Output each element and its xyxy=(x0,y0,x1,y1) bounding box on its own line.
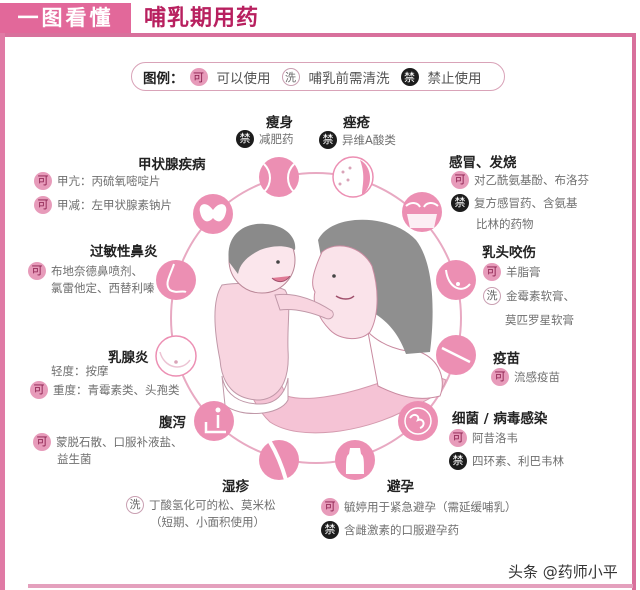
sick-face-icon xyxy=(402,192,442,232)
page-title: 哺乳期用药 xyxy=(144,6,260,31)
drug-text: 甲亢：丙硫氧嘧啶片 xyxy=(57,174,161,188)
allowed-badge: 可 xyxy=(451,171,469,189)
section-title-contraception: 避孕 xyxy=(387,479,414,495)
allowed-badge: 可 xyxy=(30,381,48,399)
drug-text: 羊脂膏 xyxy=(506,265,541,279)
drug-row: 洗 丁酸氢化可的松、莫米松 xyxy=(126,496,276,514)
section-title-diarrhea: 腹泻 xyxy=(159,415,186,431)
acne-face-icon xyxy=(332,156,374,198)
icon-ring xyxy=(170,172,462,464)
frame-right-border xyxy=(632,33,636,590)
drug-row: 洗 金霉素软膏、 xyxy=(483,287,575,305)
drug-row: 可 蒙脱石散、口服补液盐、 xyxy=(33,433,183,451)
section-title-mastitis: 乳腺炎 xyxy=(108,350,149,366)
thyroid-icon xyxy=(193,194,233,234)
allowed-badge: 可 xyxy=(483,263,501,281)
drug-row: 可 流感疫苗 xyxy=(491,368,560,386)
drug-text: 布地奈德鼻喷剂、 xyxy=(51,264,143,278)
watermark: 头条 @药师小平 xyxy=(508,563,618,581)
drug-row: 禁 异维A酸类 xyxy=(319,131,396,149)
drug-row: 可 羊脂膏 xyxy=(483,263,541,281)
legend-wash-text: 哺乳前需清洗 xyxy=(308,70,390,87)
drug-row: 可 阿昔洛韦 xyxy=(449,429,518,447)
frame-left-border xyxy=(0,33,5,590)
section-title-nipple-bite: 乳头咬伤 xyxy=(482,245,536,261)
drug-text: 减肥药 xyxy=(259,132,294,146)
drug-text: 金霉素软膏、 xyxy=(506,289,575,303)
drug-text: 重度：青霉素类、头孢类 xyxy=(53,383,180,397)
drug-text: 异维A酸类 xyxy=(342,133,396,147)
legend-forbidden-text: 禁止使用 xyxy=(427,70,482,87)
forbidden-badge: 禁 xyxy=(321,521,339,539)
drug-text: 丁酸氢化可的松、莫米松 xyxy=(149,498,276,512)
forbidden-badge: 禁 xyxy=(319,131,337,149)
allowed-badge: 可 xyxy=(491,368,509,386)
drug-row: 可 甲减：左甲状腺素钠片 xyxy=(34,196,172,214)
toilet-icon xyxy=(194,401,234,441)
allowed-badge: 可 xyxy=(34,172,52,190)
section-title-allergic-rhinitis: 过敏性鼻炎 xyxy=(90,244,158,260)
drug-text-continued: （短期、小面积使用） xyxy=(150,515,265,529)
allowed-badge: 可 xyxy=(28,262,46,280)
drug-row: 禁 四环素、利巴韦林 xyxy=(449,452,564,470)
allowed-badge: 可 xyxy=(189,67,208,86)
legend: 图例： 可 可以使用 洗 哺乳前需清洗 禁 禁止使用 xyxy=(131,62,505,91)
allowed-badge: 可 xyxy=(321,498,339,516)
drug-text: 复方感冒药、含氨基 xyxy=(474,196,578,210)
section-title-vaccine: 疫苗 xyxy=(493,351,520,367)
forbidden-badge: 禁 xyxy=(236,130,254,148)
drug-text: 毓婷用于紧急避孕（需延缓哺乳） xyxy=(344,500,517,514)
wash-badge: 洗 xyxy=(281,67,300,86)
allowed-badge: 可 xyxy=(449,429,467,447)
frame-top-border xyxy=(0,33,636,37)
forbidden-badge: 禁 xyxy=(400,67,419,86)
drug-text-continued: 益生菌 xyxy=(57,452,92,466)
legend-allowed-text: 可以使用 xyxy=(216,70,271,87)
drug-row: 可 对乙酰氨基酚、布洛芬 xyxy=(451,171,589,189)
syringe-icon xyxy=(436,335,476,375)
wash-badge: 洗 xyxy=(483,287,501,305)
header-tag: 一图看懂 xyxy=(0,3,131,34)
allowed-badge: 可 xyxy=(33,433,51,451)
drug-text: 阿昔洛韦 xyxy=(472,431,518,445)
drug-row: 可 甲亢：丙硫氧嘧啶片 xyxy=(34,172,161,190)
drug-text: 四环素、利巴韦林 xyxy=(472,454,564,468)
drug-row: 可 重度：青霉素类、头孢类 xyxy=(30,381,180,399)
drug-text: 蒙脱石散、口服补液盐、 xyxy=(56,435,183,449)
frame-bottom-border xyxy=(28,584,633,588)
drug-row: 禁 复方感冒药、含氨基 xyxy=(451,194,578,212)
forbidden-badge: 禁 xyxy=(451,194,469,212)
drug-row: 可 毓婷用于紧急避孕（需延缓哺乳） xyxy=(321,498,517,516)
bacteria-icon xyxy=(398,401,438,441)
legend-label: 图例： xyxy=(143,70,184,87)
drug-text: 甲减：左甲状腺素钠片 xyxy=(57,198,172,212)
drug-text: 含雌激素的口服避孕药 xyxy=(344,523,459,537)
mastitis-note: 轻度：按摩 xyxy=(51,364,109,378)
section-title-infection: 细菌 / 病毒感染 xyxy=(452,411,548,427)
wash-badge: 洗 xyxy=(126,496,144,514)
section-title-cold-fever: 感冒、发烧 xyxy=(449,155,517,171)
drug-text-continued: 莫匹罗星软膏 xyxy=(505,313,574,327)
ball-icon xyxy=(259,157,299,197)
nose-icon xyxy=(156,260,196,300)
drug-text-continued: 氯雷他定、西替利嗪 xyxy=(51,281,155,295)
drug-row: 禁 含雌激素的口服避孕药 xyxy=(321,521,459,539)
drug-text: 对乙酰氨基酚、布洛芬 xyxy=(474,173,589,187)
drug-row: 可 布地奈德鼻喷剂、 xyxy=(28,262,143,280)
section-title-weight-loss: 瘦身 xyxy=(266,115,293,131)
mother-and-baby-illustration xyxy=(214,219,447,434)
section-title-eczema: 湿疹 xyxy=(222,479,249,495)
drug-row: 禁 减肥药 xyxy=(236,130,294,148)
drug-text-continued: 比林的药物 xyxy=(476,217,534,231)
forbidden-badge: 禁 xyxy=(449,452,467,470)
contraceptive-icon xyxy=(335,440,375,480)
section-title-thyroid: 甲状腺疾病 xyxy=(138,157,206,173)
allowed-badge: 可 xyxy=(34,196,52,214)
breast-icon xyxy=(436,260,476,300)
eczema-arm-icon xyxy=(259,440,299,481)
section-title-acne: 痤疮 xyxy=(343,115,370,131)
drug-text: 流感疫苗 xyxy=(514,370,560,384)
mastitis-icon xyxy=(155,335,197,377)
